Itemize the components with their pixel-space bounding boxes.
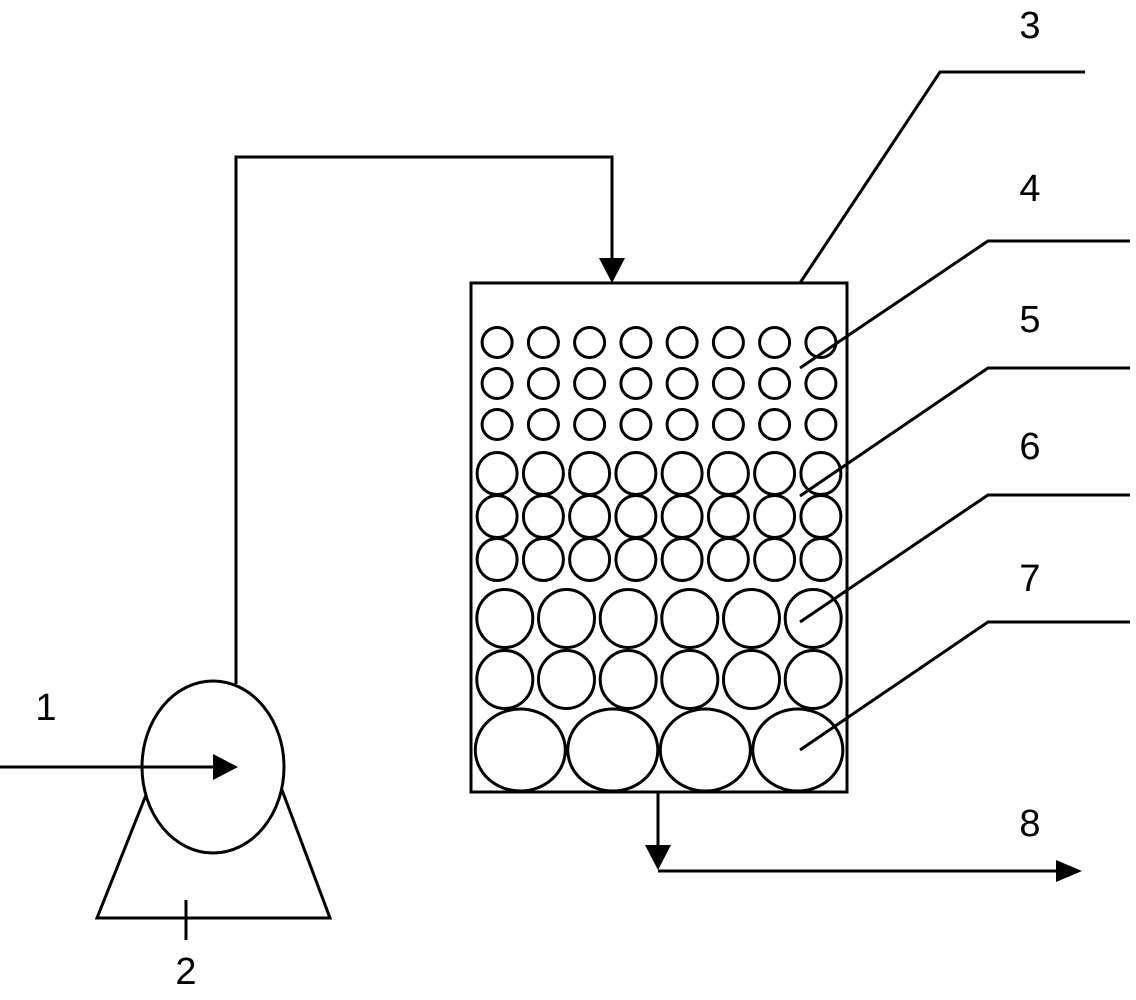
packing-ball xyxy=(706,494,750,539)
label-pump-base: 2 xyxy=(175,951,196,993)
packing-ball xyxy=(475,588,535,649)
packing-ball xyxy=(480,326,514,359)
label-inlet: 1 xyxy=(35,687,56,729)
packing-ball xyxy=(475,451,519,496)
leader-layer-largest xyxy=(799,620,1130,752)
packing-layer-largest xyxy=(473,707,845,793)
label-layer-large: 6 xyxy=(1019,426,1040,468)
packing-ball xyxy=(526,408,560,441)
packing-ball xyxy=(758,367,792,400)
packing-ball xyxy=(619,408,653,441)
leader-vessel xyxy=(798,70,1085,284)
packing-ball xyxy=(598,649,658,710)
packing-ball xyxy=(521,451,565,496)
packing-ball xyxy=(660,649,720,710)
packing-ball xyxy=(480,367,514,400)
packing-ball xyxy=(665,367,699,400)
packing-ball xyxy=(783,649,843,710)
label-vessel: 3 xyxy=(1019,5,1040,47)
outlet-arrowhead xyxy=(1056,860,1082,882)
packing-ball xyxy=(799,494,843,539)
packing-ball xyxy=(598,588,658,649)
packing-ball xyxy=(573,367,607,400)
packing-layer-small xyxy=(480,326,838,441)
packing-ball xyxy=(475,649,535,710)
packing-ball xyxy=(614,537,658,582)
leader-layer-small xyxy=(799,239,1130,370)
label-layer-small: 4 xyxy=(1019,168,1040,210)
feed-arrowhead xyxy=(599,258,625,283)
packing-layer-medium xyxy=(475,451,843,582)
packing-ball xyxy=(614,451,658,496)
packing-ball xyxy=(758,326,792,359)
packing-ball xyxy=(711,367,745,400)
pump-base xyxy=(94,789,333,920)
packing-ball xyxy=(480,408,514,441)
packing-ball xyxy=(665,326,699,359)
packing-ball xyxy=(706,537,750,582)
packing-ball xyxy=(753,494,797,539)
packing-ball xyxy=(521,494,565,539)
packing-ball xyxy=(722,588,781,649)
outlet-down-arrowhead xyxy=(645,845,671,870)
packing-layer-large xyxy=(475,588,843,710)
packing-ball xyxy=(526,326,560,359)
packing-ball xyxy=(619,326,653,359)
packing-ball xyxy=(753,537,797,582)
packing-ball xyxy=(753,451,797,496)
packing-ball xyxy=(537,649,596,710)
packing-ball xyxy=(660,537,704,582)
packing-ball xyxy=(660,494,704,539)
label-layer-largest: 7 xyxy=(1019,558,1040,600)
packing-ball xyxy=(665,408,699,441)
packing-ball xyxy=(804,367,838,400)
packing-ball xyxy=(658,707,752,793)
packing-ball xyxy=(573,408,607,441)
packing-ball xyxy=(566,707,660,793)
packing-ball xyxy=(475,537,519,582)
packing-ball xyxy=(521,537,565,582)
packing-ball xyxy=(568,494,612,539)
inlet-arrowhead-overlay xyxy=(213,754,238,780)
packing-ball xyxy=(568,537,612,582)
packing-ball xyxy=(537,588,596,649)
packing-ball xyxy=(660,588,720,649)
packing-ball xyxy=(711,408,745,441)
packing-ball xyxy=(473,707,567,793)
label-layer-medium: 5 xyxy=(1019,299,1040,341)
packing-ball xyxy=(614,494,658,539)
packing-ball xyxy=(568,451,612,496)
packing-ball xyxy=(573,326,607,359)
packing-ball xyxy=(751,707,845,793)
packing-ball xyxy=(660,451,704,496)
leader-layer-large xyxy=(799,493,1130,624)
packing-ball xyxy=(799,537,843,582)
packing-ball xyxy=(758,408,792,441)
packing-ball xyxy=(711,326,745,359)
packing-ball xyxy=(706,451,750,496)
feed-pipe xyxy=(234,155,614,684)
packing-ball xyxy=(722,649,781,710)
label-outlet: 8 xyxy=(1019,803,1040,845)
leader-layer-medium xyxy=(799,366,1130,498)
packing-ball xyxy=(619,367,653,400)
packing-ball xyxy=(804,408,838,441)
packing-ball xyxy=(475,494,519,539)
packing-ball xyxy=(526,367,560,400)
